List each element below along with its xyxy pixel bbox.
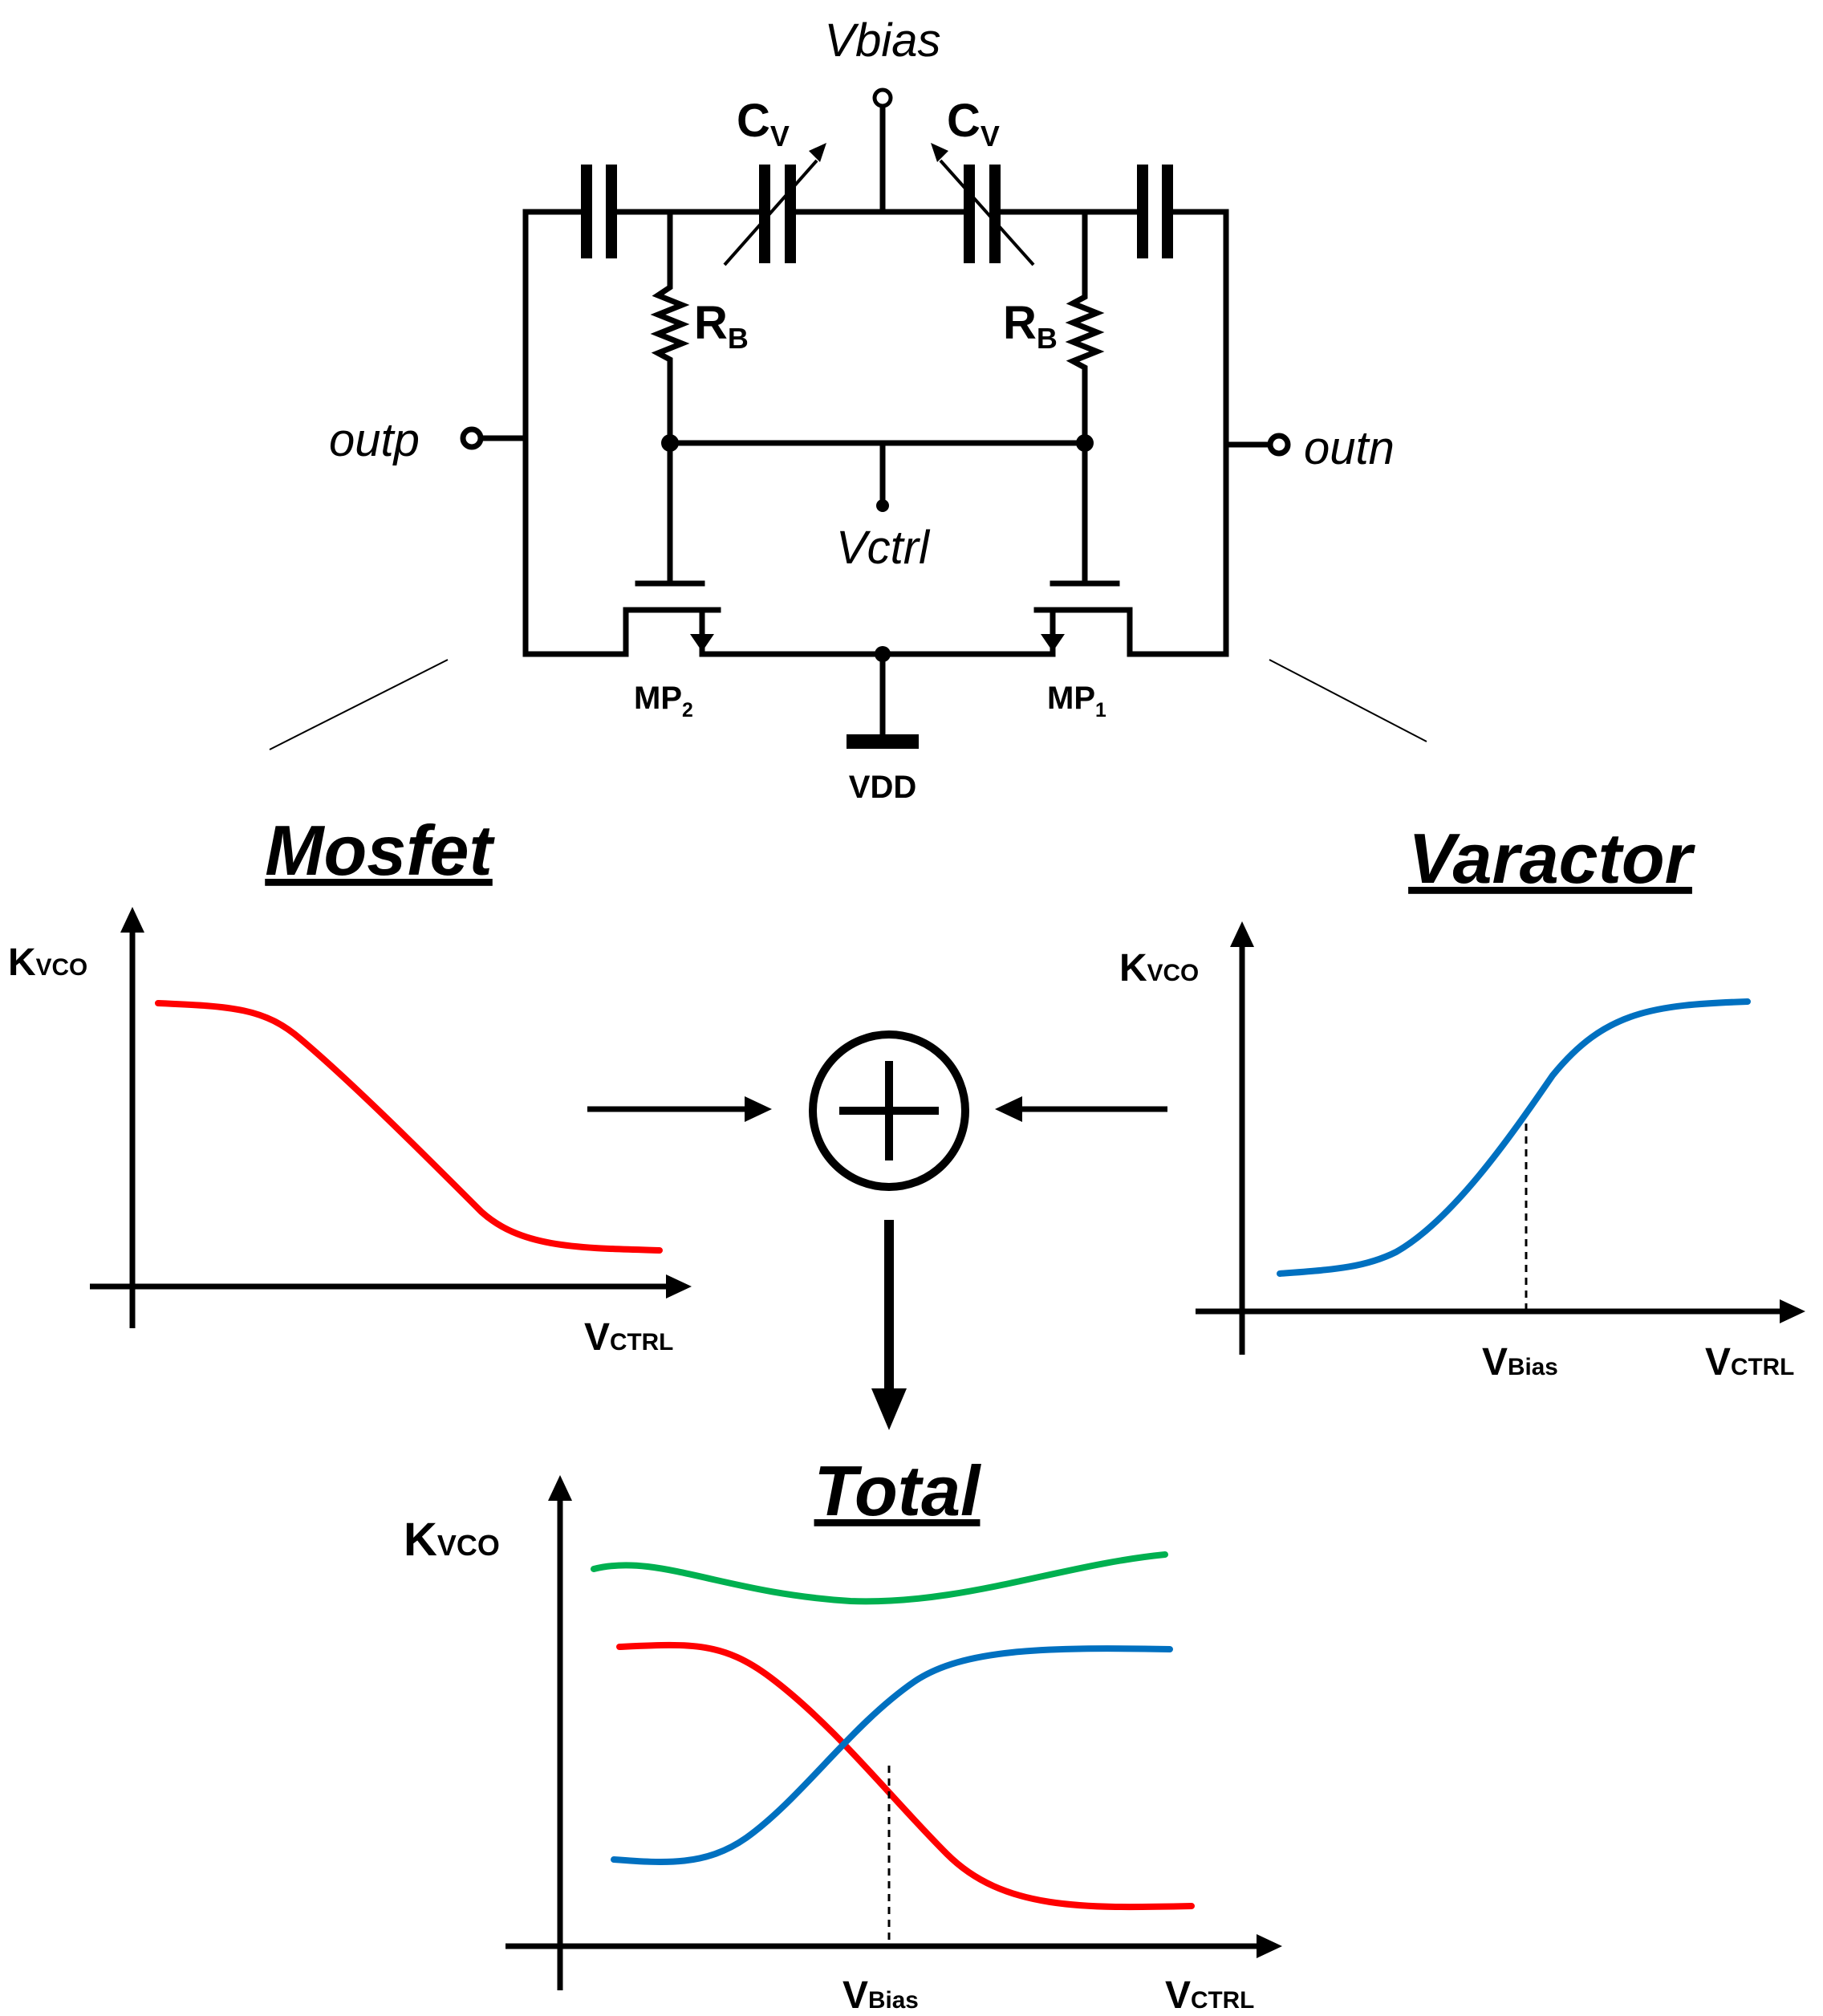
total-vbias-label: VBias <box>842 1974 919 2016</box>
cv-left-label: CV <box>737 95 790 152</box>
total-x-label: VCTRL <box>1165 1974 1254 2016</box>
total-varactor-curve <box>611 1645 1173 1865</box>
sum-operator <box>587 1030 1167 1430</box>
fixed-capacitor-right <box>1137 165 1173 258</box>
right-outer-wire <box>1127 209 1229 657</box>
total-mosfet-curve <box>616 1641 1195 1911</box>
total-kvco-curve <box>591 1551 1168 1605</box>
outp-label: outp <box>329 414 420 466</box>
varactor-vbias-label: VBias <box>1482 1341 1558 1384</box>
circled-plus-icon <box>809 1030 969 1191</box>
varactor-kvco-curve <box>1277 998 1751 1277</box>
rb-left-label: RB <box>694 297 749 355</box>
mp1-label: MP1 <box>1047 681 1106 721</box>
vdd-bar-icon <box>847 734 919 749</box>
mosfet-kvco-curve <box>155 1000 663 1254</box>
arrow-head-left-icon <box>995 1096 1022 1122</box>
vdd-label: VDD <box>849 770 916 805</box>
mp2-label: MP2 <box>634 681 693 721</box>
vctrl-terminal <box>876 499 889 512</box>
varactor-y-label: KVCO <box>1119 947 1199 990</box>
total-y-label: KVCO <box>404 1514 500 1566</box>
outp-terminal <box>460 426 484 450</box>
mosfet-plot: Mosfet KVCO VCTRL <box>8 811 692 1359</box>
callout-line-left <box>269 659 449 750</box>
vbias-terminal <box>872 87 893 108</box>
varactor-right <box>931 143 1035 266</box>
total-title: Total <box>814 1451 981 1530</box>
mosfet-title: Mosfet <box>265 811 495 890</box>
callout-line-right <box>1269 659 1427 742</box>
varactor-plot: Varactor KVCO VBias VCTRL <box>1119 819 1805 1384</box>
resistor-right <box>1065 209 1105 443</box>
outn-label: outn <box>1304 422 1395 474</box>
mosfet-y-label: KVCO <box>8 941 87 984</box>
total-x-arrow-icon <box>1257 1934 1282 1958</box>
circuit-schematic: Vbias CV CV RB RB outp outn Vctrl MP2 MP… <box>329 14 1395 805</box>
varactor-x-label: VCTRL <box>1705 1341 1794 1384</box>
total-plot: Total KVCO VBias VCTRL <box>404 1451 1282 2016</box>
vctrl-label: Vctrl <box>836 522 931 574</box>
varactor-x-arrow-icon <box>1780 1299 1805 1323</box>
rb-right-label: RB <box>1003 297 1058 355</box>
total-y-arrow-icon <box>548 1475 572 1501</box>
mosfet-x-arrow-icon <box>666 1274 692 1299</box>
outn-terminal <box>1267 433 1291 457</box>
mosfet-x-label: VCTRL <box>584 1316 673 1359</box>
arrow-head-down-icon <box>871 1388 907 1430</box>
varactor-title: Varactor <box>1408 819 1696 898</box>
resistor-left <box>650 209 690 443</box>
pmos-mp2 <box>623 580 886 657</box>
mosfet-y-arrow-icon <box>120 907 144 933</box>
varactor-y-arrow-icon <box>1230 921 1254 947</box>
fixed-capacitor-left <box>581 165 617 258</box>
cv-right-label: CV <box>947 95 1000 152</box>
varactor-left <box>723 143 826 266</box>
vbias-label: Vbias <box>824 14 940 67</box>
arrow-head-right-icon <box>745 1096 772 1122</box>
pmos-mp1 <box>879 580 1133 657</box>
left-outer-wire <box>522 209 629 657</box>
